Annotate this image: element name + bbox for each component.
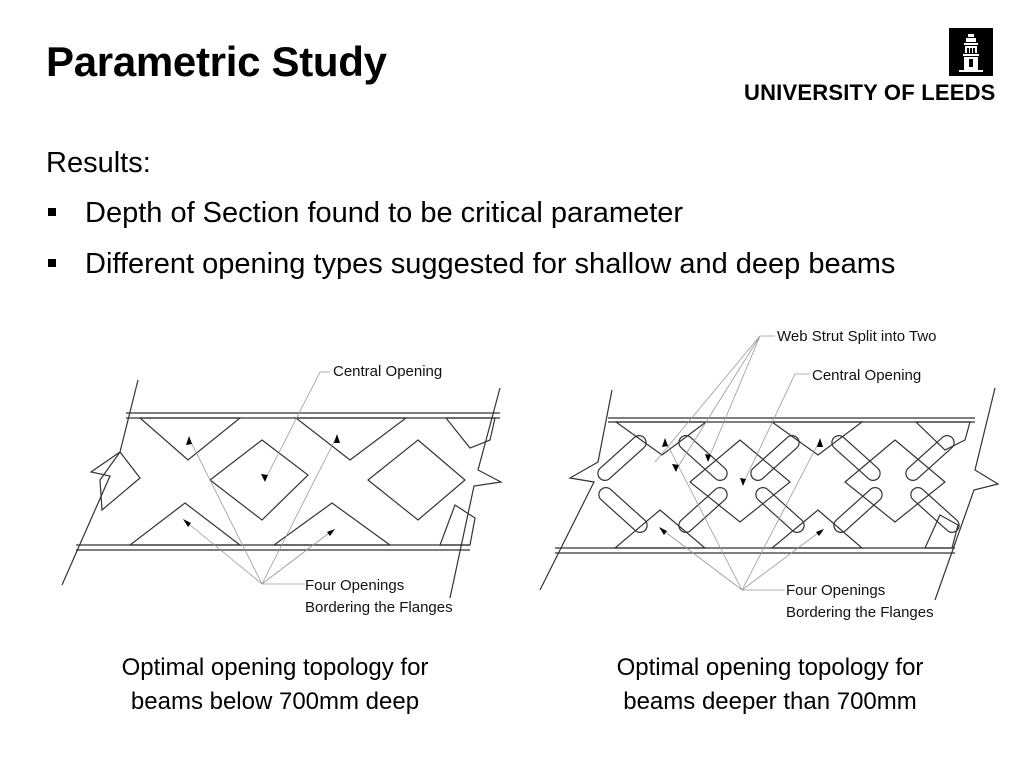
logo-wordmark: UNIVERSITY OF LEEDS: [744, 80, 996, 105]
caption-line-1: Optimal opening topology for: [616, 654, 924, 681]
caption-line-2: beams deeper than 700mm: [623, 688, 917, 715]
caption-shallow-beam: Optimal opening topology for beams below…: [60, 651, 490, 719]
caption-deep-beam: Optimal opening topology for beams deepe…: [555, 651, 985, 719]
bullet-item: Depth of Section found to be critical pa…: [46, 194, 946, 232]
strut-slots: [597, 435, 960, 533]
bullet-text: Different opening types suggested for sh…: [85, 248, 896, 280]
square-bullet-icon: [48, 259, 56, 267]
label-bordering-flanges: Bordering the Flanges: [305, 599, 453, 616]
openings: [613, 421, 971, 549]
label-four-openings: Four Openings: [305, 577, 404, 594]
slide-title: Parametric Study: [46, 38, 387, 85]
label-web-strut: Web Strut Split into Two: [777, 328, 937, 345]
leader-lines: [654, 335, 823, 591]
results-label: Results:: [46, 147, 151, 179]
arrowheads: [659, 438, 824, 536]
leader-lines: [183, 371, 338, 585]
parkinson-tower-icon: [949, 28, 993, 76]
label-central-opening: Central Opening: [812, 367, 921, 384]
bullet-item: Different opening types suggested for sh…: [46, 245, 946, 283]
bullet-list: Depth of Section found to be critical pa…: [46, 194, 946, 296]
openings: [99, 417, 496, 546]
university-logo: UNIVERSITY OF LEEDS: [744, 28, 1000, 106]
caption-line-1: Optimal opening topology for: [121, 654, 429, 681]
shallow-beam-figure: Central Opening Four Openings Bordering …: [61, 363, 503, 616]
label-bordering-flanges: Bordering the Flanges: [786, 604, 934, 621]
square-bullet-icon: [48, 208, 56, 216]
label-four-openings: Four Openings: [786, 582, 885, 599]
deep-beam-figure: Web Strut Split into Two Central Opening…: [539, 328, 1000, 621]
caption-line-2: beams below 700mm deep: [130, 688, 420, 715]
bullet-text: Depth of Section found to be critical pa…: [85, 197, 684, 229]
arrowheads: [183, 434, 340, 536]
label-central-opening: Central Opening: [333, 363, 442, 380]
